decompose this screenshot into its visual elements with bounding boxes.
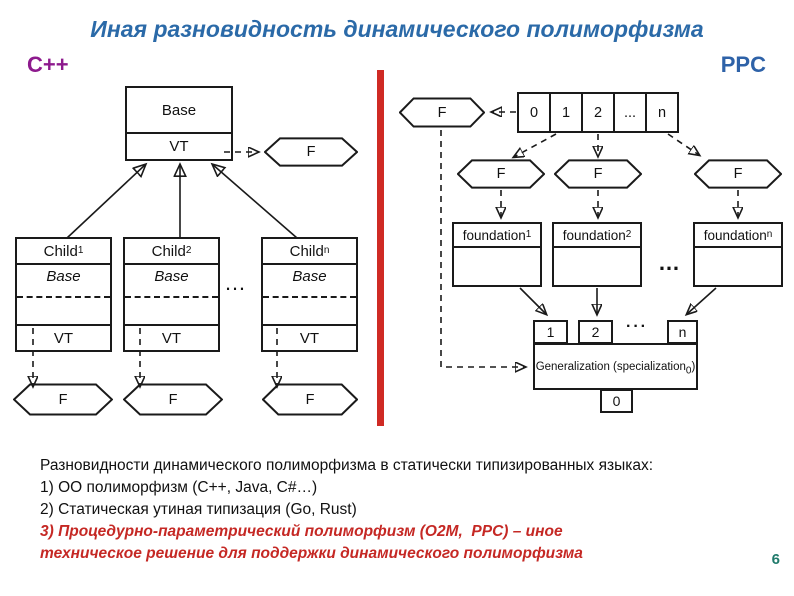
hexagon-shape (400, 98, 484, 126)
hexagon-shape (555, 160, 641, 187)
child1-vt-section: VT (53, 329, 74, 347)
index-cell-ellipsis: ... (613, 92, 647, 133)
ppc-panel-label: PPC (720, 52, 766, 77)
footer-text: Разновидности динамического полиморфизма… (40, 455, 653, 565)
hexagon-label: F (305, 391, 315, 408)
child1-func-hexagon: F (13, 383, 113, 416)
footer-line-3: 2) Статическая утиная типизация (Go, Rus… (40, 501, 357, 518)
zero-cell: 0 (600, 389, 633, 413)
child2-parent-ref: Base (154, 268, 189, 285)
footer-line-1: Разновидности динамического полиморфизма… (40, 457, 654, 474)
index-cell-1: 1 (549, 92, 583, 133)
edge-child1-inherits-base (66, 164, 146, 239)
child1-dash-separator (17, 296, 110, 298)
foundation1-name: foundation (462, 227, 526, 243)
spec-cell-n: n (667, 320, 698, 344)
index-cell-n: n (645, 92, 679, 133)
spec-cell-1: 1 (533, 320, 568, 344)
hexagon-label: F (733, 166, 743, 182)
child1-title-text: Child (43, 242, 78, 260)
generalization-pre: Generalization (specialization (535, 360, 686, 373)
hexagon-label: F (58, 391, 68, 408)
spec-cell-2: 2 (578, 320, 613, 344)
spec-cells-ellipsis: ··· (626, 318, 648, 335)
index-cell-2: 2 (581, 92, 615, 133)
child2-dash-separator (125, 296, 218, 298)
hexagon-label: F (306, 144, 316, 160)
page-title: Иная разновидность динамического полимор… (90, 16, 704, 42)
foundationn-name: foundation (703, 227, 767, 243)
child2-func-hexagon: F (123, 383, 223, 416)
edge-foundation1-to-spec1 (519, 287, 546, 314)
hexagon-label: F (437, 104, 447, 121)
panel-divider (377, 70, 384, 426)
generalization-label: Generalization (specialization0) (535, 360, 696, 376)
foundations-ellipsis: … (658, 250, 680, 275)
hexagon-label: F (496, 166, 506, 182)
foundation2-name: foundation (562, 227, 626, 243)
childn-vt-section: VT (299, 329, 320, 347)
index-cell-0: 0 (517, 92, 551, 133)
footer-line-2: 1) ОО полиморфизм (C++, Java, C#…) (40, 479, 318, 496)
index-cells-row: 0 1 2 ... n (517, 92, 679, 133)
ppc-func-hexagon: F (399, 97, 485, 128)
edge-foundationn-to-specn (687, 287, 717, 314)
generalization-post: ) (691, 360, 696, 373)
childn-base-section: Base (263, 265, 356, 326)
page-number: 6 (771, 551, 780, 568)
handler1-hexagon: F (457, 159, 545, 189)
children-ellipsis: … (224, 270, 246, 295)
hexagon-label: F (593, 166, 603, 182)
footer-line-4-highlight: 3) Процедурно-параметрический полиморфиз… (40, 523, 563, 540)
child1-base-section: Base (17, 265, 110, 326)
generalization-box: Generalization (specialization0) (533, 343, 698, 390)
generalization-sub: 0 (685, 364, 692, 376)
base-class-box: Base VT (125, 86, 233, 161)
handlern-hexagon: F (694, 159, 782, 189)
edge-cell1-to-handler1 (514, 133, 557, 157)
childn-title-text: Child (289, 242, 324, 260)
edge-celln-to-handlern (667, 133, 699, 155)
childn-parent-ref: Base (292, 268, 327, 285)
base-vt-hexagon: F (264, 137, 358, 167)
base-class-title: Base (127, 88, 231, 134)
child2-title-text: Child (151, 242, 186, 260)
childn-dash-separator (263, 296, 356, 298)
edge-childn-inherits-base (212, 164, 298, 239)
handler2-hexagon: F (554, 159, 642, 189)
child2-base-section: Base (125, 265, 218, 326)
hexagon-label: F (168, 391, 178, 408)
cpp-panel-label: C++ (27, 52, 69, 77)
child1-parent-ref: Base (46, 268, 81, 285)
base-vt-section: VT (169, 138, 189, 155)
footer-line-5-highlight: техническое решение для поддержки динами… (40, 545, 583, 562)
child2-vt-section: VT (161, 329, 182, 347)
hexagon-shape (695, 160, 781, 187)
childn-func-hexagon: F (262, 383, 358, 416)
